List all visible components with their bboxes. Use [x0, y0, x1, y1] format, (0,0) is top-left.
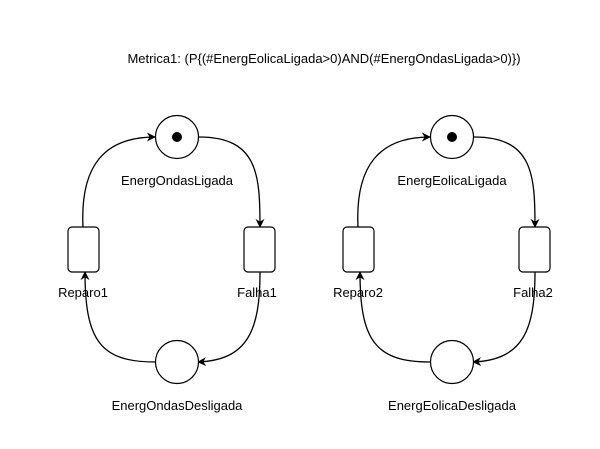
transition-falha2[interactable]: [518, 226, 551, 273]
label-ondas-ligada: EnergOndasLigada: [121, 173, 234, 188]
token-ondas-ligada: [172, 132, 182, 142]
label-ondas-desligada: EnergOndasDesligada: [112, 398, 244, 413]
token-eolica-ligada: [447, 132, 457, 142]
arc-ondas-desligada-to-reparo1: [80, 271, 156, 363]
label-eolica-desligada: EnergEolicaDesligada: [388, 398, 517, 413]
transition-reparo2[interactable]: [342, 226, 375, 273]
arc-ondas-ligada-to-falha1: [198, 136, 265, 228]
transition-falha1[interactable]: [243, 226, 276, 273]
label-reparo1: Reparo1: [58, 285, 108, 300]
arc-reparo1-to-ondas-ligada: [82, 132, 156, 228]
place-ondas-desligada[interactable]: [154, 339, 200, 385]
arc-eolica-desligada-to-reparo2: [355, 271, 431, 363]
label-reparo2: Reparo2: [333, 285, 383, 300]
arc-falha2-to-eolica-desligada: [472, 271, 536, 367]
transition-reparo1[interactable]: [67, 226, 100, 273]
arc-reparo2-to-eolica-ligada: [357, 132, 431, 228]
metric-label: Metrica1: (P{(#EnergEolicaLigada>0)AND(#…: [127, 51, 520, 66]
label-falha1: Falha1: [237, 285, 277, 300]
label-eolica-ligada: EnergEolicaLigada: [397, 173, 507, 188]
eolica-net: EnergEolicaLigada EnergEolicaDesligada R…: [333, 114, 553, 413]
place-eolica-desligada[interactable]: [429, 339, 475, 385]
arc-eolica-ligada-to-falha2: [473, 136, 540, 228]
ondas-net: EnergOndasLigada EnergOndasDesligada Rep…: [58, 114, 277, 413]
arc-falha1-to-ondas-desligada: [197, 271, 261, 367]
label-falha2: Falha2: [513, 285, 553, 300]
